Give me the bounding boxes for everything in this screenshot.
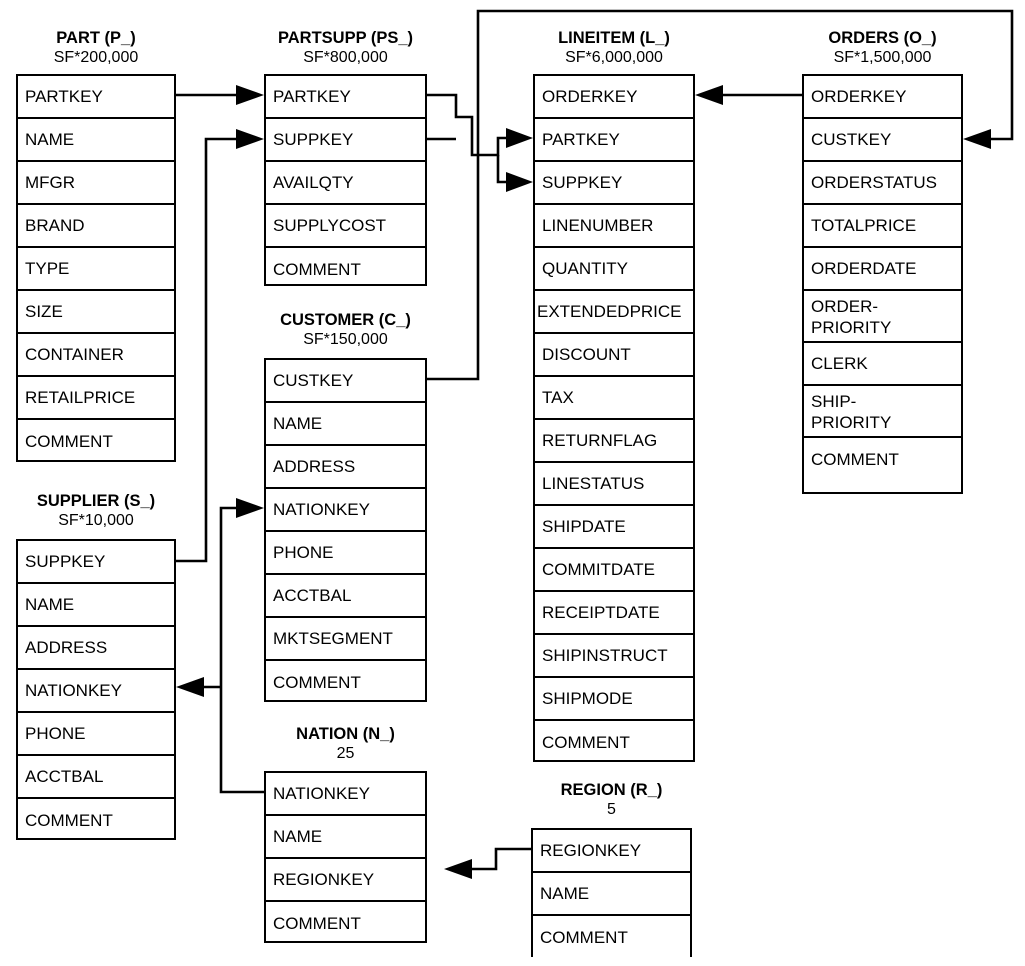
column-l-partkey: PARTKEY bbox=[535, 119, 693, 162]
column-p-brand: BRAND bbox=[18, 205, 174, 248]
entity-nation-cardinality: 25 bbox=[336, 745, 355, 762]
column-p-size: SIZE bbox=[18, 291, 174, 334]
entity-partsupp-cardinality: SF*800,000 bbox=[303, 49, 388, 66]
column-c-nationkey: NATIONKEY bbox=[266, 489, 425, 532]
column-l-tax: TAX bbox=[535, 377, 693, 420]
column-c-name: NAME bbox=[266, 403, 425, 446]
column-c-acctbal: ACCTBAL bbox=[266, 575, 425, 618]
column-s-nationkey: NATIONKEY bbox=[18, 670, 174, 713]
column-l-linestatus: LINESTATUS bbox=[535, 463, 693, 506]
column-c-address: ADDRESS bbox=[266, 446, 425, 489]
link-partsupp-to-lineitem bbox=[427, 93, 533, 192]
entity-nation: NATION (N_) 25 bbox=[264, 724, 427, 763]
column-n-regionkey: REGIONKEY bbox=[266, 859, 425, 902]
column-n-comment: COMMENT bbox=[273, 914, 361, 933]
link-part-to-partsupp bbox=[176, 85, 264, 105]
link-supplier-to-partsupp bbox=[176, 129, 264, 563]
column-l-extendedprice: EXTENDEDPRICE bbox=[535, 291, 693, 334]
column-ps-availqty: AVAILQTY bbox=[266, 162, 425, 205]
column-o-totalprice: TOTALPRICE bbox=[804, 205, 961, 248]
entity-lineitem-cardinality: SF*6,000,000 bbox=[565, 49, 663, 66]
column-c-mktsegment: MKTSEGMENT bbox=[266, 618, 425, 661]
column-p-partkey: PARTKEY bbox=[18, 76, 174, 119]
entity-part-title: PART (P_) bbox=[56, 29, 136, 47]
column-l-receiptdate: RECEIPTDATE bbox=[535, 592, 693, 635]
column-r-name: NAME bbox=[533, 873, 690, 916]
column-s-name: NAME bbox=[18, 584, 174, 627]
column-c-comment: COMMENT bbox=[273, 673, 361, 692]
entity-partsupp-title: PARTSUPP (PS_) bbox=[277, 29, 414, 47]
column-n-nationkey: NATIONKEY bbox=[266, 773, 425, 816]
column-c-custkey: CUSTKEY bbox=[266, 360, 425, 403]
column-p-mfgr: MFGR bbox=[18, 162, 174, 205]
column-p-retailprice: RETAILPRICE bbox=[18, 377, 174, 420]
column-c-phone: PHONE bbox=[266, 532, 425, 575]
entity-orders-cardinality: SF*1,500,000 bbox=[833, 49, 932, 66]
link-orders-to-lineitem bbox=[695, 85, 802, 105]
entity-supplier-cardinality: SF*10,000 bbox=[58, 512, 134, 529]
column-l-returnflag: RETURNFLAG bbox=[535, 420, 693, 463]
column-s-phone: PHONE bbox=[18, 713, 174, 756]
entity-supplier: SUPPLIER (S_) SF*10,000 bbox=[16, 491, 176, 530]
column-ps-partkey: PARTKEY bbox=[266, 76, 425, 119]
column-ps-suppkey: SUPPKEY bbox=[266, 119, 425, 162]
column-r-comment: COMMENT bbox=[540, 928, 628, 947]
link-nation-to-customer-supplier bbox=[176, 498, 264, 794]
column-l-quantity: QUANTITY bbox=[535, 248, 693, 291]
entity-customer-cardinality: SF*150,000 bbox=[303, 331, 388, 348]
column-p-comment: COMMENT bbox=[25, 432, 113, 451]
link-region-to-nation bbox=[444, 847, 531, 879]
entity-orders-columns: ORDERKEY CUSTKEY ORDERSTATUS TOTALPRICE … bbox=[802, 74, 963, 494]
column-o-orderkey: ORDERKEY bbox=[804, 76, 961, 119]
column-o-shippriority: SHIP- PRIORITY bbox=[804, 386, 961, 438]
column-s-suppkey: SUPPKEY bbox=[18, 541, 174, 584]
entity-partsupp: PARTSUPP (PS_) SF*800,000 bbox=[264, 28, 427, 67]
entity-orders-title: ORDERS (O_) bbox=[828, 29, 937, 47]
entity-customer: CUSTOMER (C_) SF*150,000 bbox=[264, 310, 427, 349]
column-l-linenumber: LINENUMBER bbox=[535, 205, 693, 248]
column-ps-supplycost: SUPPLYCOST bbox=[266, 205, 425, 248]
entity-supplier-title: SUPPLIER (S_) bbox=[36, 492, 156, 510]
entity-partsupp-columns: PARTKEY SUPPKEY AVAILQTY SUPPLYCOST COMM… bbox=[264, 74, 427, 286]
column-r-regionkey: REGIONKEY bbox=[533, 830, 690, 873]
column-l-discount: DISCOUNT bbox=[535, 334, 693, 377]
column-l-shipinstruct: SHIPINSTRUCT bbox=[535, 635, 693, 678]
column-l-shipdate: SHIPDATE bbox=[535, 506, 693, 549]
entity-region: REGION (R_) 5 bbox=[531, 780, 692, 819]
column-l-commitdate: COMMITDATE bbox=[535, 549, 693, 592]
column-l-shipmode: SHIPMODE bbox=[535, 678, 693, 721]
column-o-orderdate: ORDERDATE bbox=[804, 248, 961, 291]
column-s-address: ADDRESS bbox=[18, 627, 174, 670]
entity-customer-title: CUSTOMER (C_) bbox=[280, 311, 411, 329]
entity-lineitem-columns: ORDERKEY PARTKEY SUPPKEY LINENUMBER QUAN… bbox=[533, 74, 695, 762]
column-o-custkey: CUSTKEY bbox=[804, 119, 961, 162]
column-l-suppkey: SUPPKEY bbox=[535, 162, 693, 205]
entity-region-cardinality: 5 bbox=[607, 801, 616, 818]
entity-part-cardinality: SF*200,000 bbox=[53, 49, 139, 66]
column-n-name: NAME bbox=[266, 816, 425, 859]
column-l-orderkey: ORDERKEY bbox=[535, 76, 693, 119]
column-p-container: CONTAINER bbox=[18, 334, 174, 377]
entity-region-columns: REGIONKEY NAME COMMENT bbox=[531, 828, 692, 957]
column-o-orderstatus: ORDERSTATUS bbox=[804, 162, 961, 205]
entity-orders: ORDERS (O_) SF*1,500,000 bbox=[802, 28, 963, 67]
column-s-acctbal: ACCTBAL bbox=[18, 756, 174, 799]
entity-part-columns: PARTKEY NAME MFGR BRAND TYPE SIZE CONTAI… bbox=[16, 74, 176, 462]
entity-nation-title: NATION (N_) bbox=[296, 725, 395, 743]
column-l-comment: COMMENT bbox=[542, 733, 630, 752]
column-ps-comment: COMMENT bbox=[273, 260, 361, 279]
entity-lineitem: LINEITEM (L_) SF*6,000,000 bbox=[533, 28, 695, 67]
column-p-name: NAME bbox=[18, 119, 174, 162]
entity-lineitem-title: LINEITEM (L_) bbox=[558, 29, 670, 47]
column-o-comment: COMMENT bbox=[811, 450, 899, 469]
entity-region-title: REGION (R_) bbox=[560, 781, 663, 799]
entity-customer-columns: CUSTKEY NAME ADDRESS NATIONKEY PHONE ACC… bbox=[264, 358, 427, 702]
column-p-type: TYPE bbox=[18, 248, 174, 291]
entity-supplier-columns: SUPPKEY NAME ADDRESS NATIONKEY PHONE ACC… bbox=[16, 539, 176, 840]
column-o-orderpriority: ORDER- PRIORITY bbox=[804, 291, 961, 343]
entity-part: PART (P_) SF*200,000 bbox=[16, 28, 176, 67]
column-s-comment: COMMENT bbox=[25, 811, 113, 830]
entity-nation-columns: NATIONKEY NAME REGIONKEY COMMENT bbox=[264, 771, 427, 943]
column-o-clerk: CLERK bbox=[804, 343, 961, 386]
